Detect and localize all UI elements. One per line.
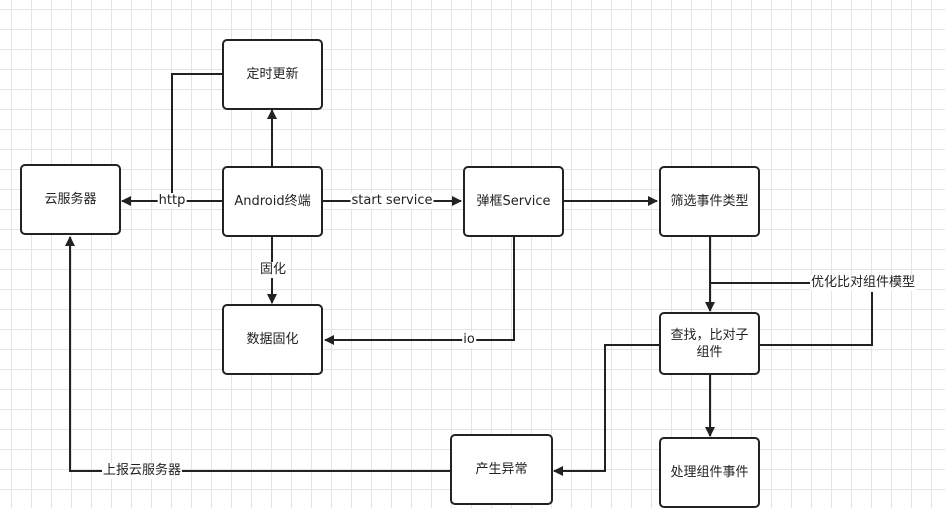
node-cloud-server[interactable]: 云服务器: [20, 164, 121, 235]
node-data-persist[interactable]: 数据固化: [222, 304, 323, 375]
node-timer-update[interactable]: 定时更新: [222, 39, 323, 110]
node-popup-service[interactable]: 弹框Service: [463, 166, 564, 237]
node-android-terminal[interactable]: Android终端: [222, 166, 323, 237]
edge-timer-to-http-line: [171, 73, 222, 201]
edge-label-http: http: [157, 193, 187, 209]
edge-label-io: io: [462, 332, 476, 348]
node-filter-event-type[interactable]: 筛选事件类型: [659, 166, 760, 237]
connector-layer: [65, 73, 873, 476]
node-find-compare[interactable]: 查找，比对子 组件: [659, 312, 760, 375]
edge-label-start-service: start service: [350, 193, 434, 209]
edge-optimize-right: [760, 292, 873, 346]
edge-exception-to-cloud: [65, 236, 450, 472]
edge-label-report-cloud: 上报云服务器: [101, 463, 183, 479]
node-exception-occurs[interactable]: 产生异常: [450, 434, 553, 505]
node-handle-component-event[interactable]: 处理组件事件: [659, 437, 760, 508]
edge-label-persist: 固化: [258, 262, 288, 278]
edge-find-to-exception: [553, 344, 659, 476]
edge-service-to-persist: [324, 237, 515, 345]
edge-label-optimize-model: 优化比对组件模型: [810, 275, 917, 291]
